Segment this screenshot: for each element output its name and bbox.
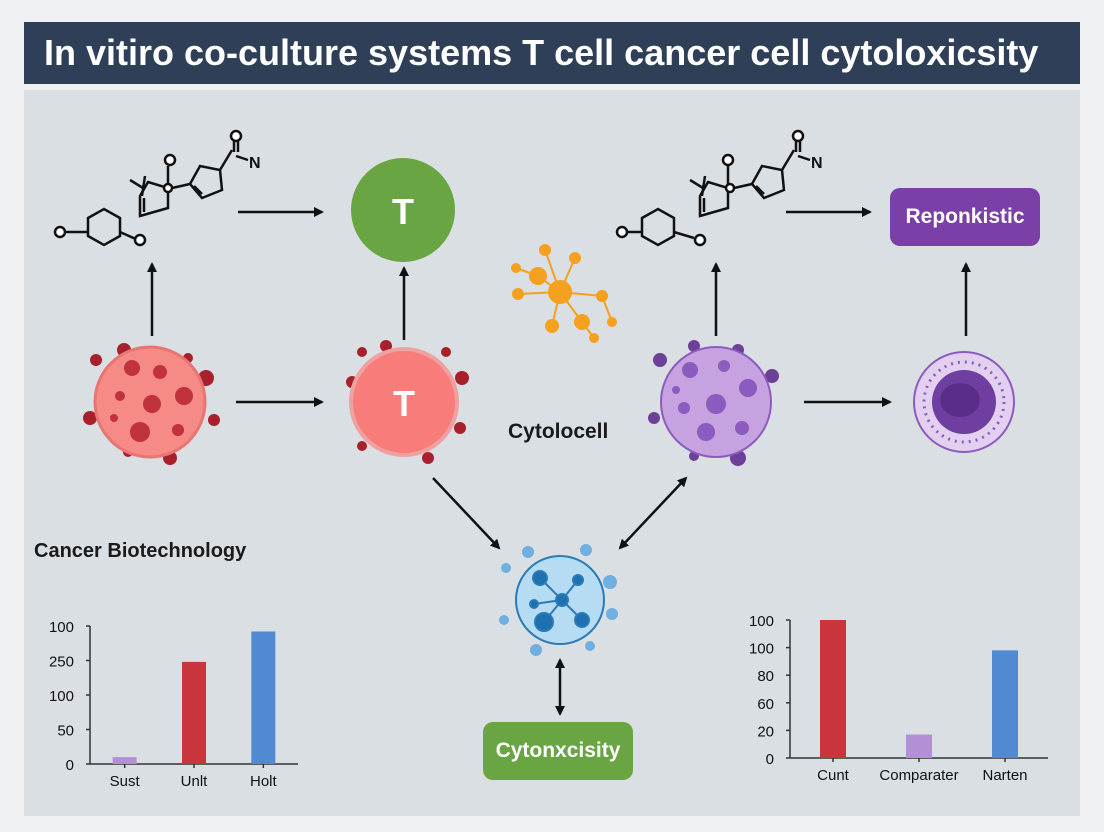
bar bbox=[112, 757, 137, 764]
x-tick-label: Narten bbox=[982, 767, 1027, 784]
bar bbox=[182, 661, 206, 764]
center-label: Cytolocell bbox=[508, 420, 609, 443]
x-tick-label: Sust bbox=[110, 773, 141, 790]
x-tick-label: Unlt bbox=[181, 773, 209, 790]
bar bbox=[992, 650, 1018, 758]
bar bbox=[906, 734, 932, 758]
molecule-left-icon bbox=[53, 129, 249, 247]
x-tick-label: Holt bbox=[250, 773, 278, 790]
y-tick-label: 60 bbox=[757, 696, 774, 713]
y-tick-label: 250 bbox=[49, 654, 74, 671]
y-tick-label: 0 bbox=[66, 757, 74, 774]
t-cell-green-label: T bbox=[392, 191, 414, 232]
y-tick-label: 80 bbox=[757, 668, 774, 685]
y-tick-label: 0 bbox=[766, 751, 774, 768]
y-tick-label: 50 bbox=[57, 723, 74, 740]
y-tick-label: 100 bbox=[749, 641, 774, 658]
t-cell-red-label: T bbox=[393, 383, 415, 424]
orange-network-icon bbox=[511, 244, 617, 343]
y-tick-label: 100 bbox=[49, 688, 74, 705]
page-title: In vitiro co-culture systems T cell canc… bbox=[44, 32, 1039, 73]
purple-round-cell bbox=[913, 351, 1015, 453]
x-tick-label: Comparater bbox=[879, 767, 958, 784]
x-tick-label: Cunt bbox=[817, 767, 850, 784]
molecule-right-atom-n: N bbox=[811, 155, 823, 172]
t-cell-green bbox=[351, 158, 455, 262]
cytotoxic-cell-blue bbox=[499, 544, 618, 656]
section-label: Cancer Biotechnology bbox=[34, 540, 247, 562]
title-bar: In vitiro co-culture systems T cell canc… bbox=[24, 22, 1080, 84]
bar bbox=[820, 620, 846, 758]
t-cell-red bbox=[346, 340, 469, 464]
y-tick-label: 100 bbox=[49, 619, 74, 636]
cytotoxicity-box: Cytonxcisity bbox=[483, 722, 633, 780]
molecule-right-icon bbox=[615, 129, 811, 247]
arrows bbox=[147, 207, 971, 716]
result-box: Reponkistic bbox=[890, 188, 1040, 246]
y-tick-label: 100 bbox=[749, 613, 774, 630]
cancer-cell-purple bbox=[648, 340, 779, 466]
cancer-cell-red bbox=[83, 343, 220, 465]
molecule-left-atom-n: N bbox=[249, 155, 261, 172]
y-tick-label: 20 bbox=[757, 723, 774, 740]
bar bbox=[251, 631, 276, 764]
